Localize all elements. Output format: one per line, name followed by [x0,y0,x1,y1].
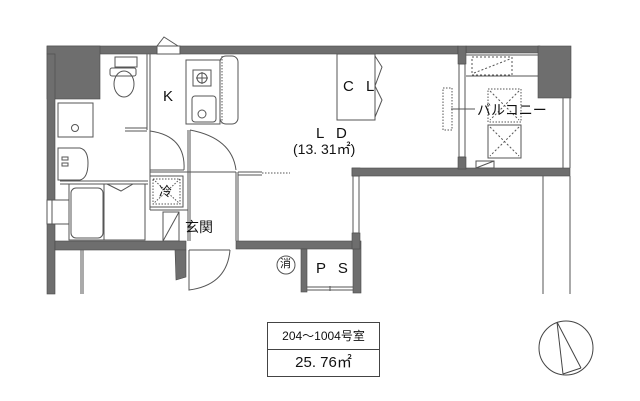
label-kitchen: K [163,88,178,105]
walls [46,45,572,295]
label-living-dining-area: (13. 31㎡) [293,141,356,157]
label-pipe-space: P S [316,260,352,277]
fire-extinguisher-icon: 消 [280,258,291,270]
total-area: 25. 76㎡ [267,349,380,377]
north-arrow-icon [538,320,594,376]
rooms-range: 204～1004号室 [267,322,380,350]
fixture-lines [46,36,571,294]
label-balcony: バルコニー [477,102,547,118]
label-closet: C L [343,78,379,95]
label-living-dining: L D [316,125,351,142]
unit-info-table: 204～1004号室 25. 76㎡ [267,322,380,377]
label-refrigerator: 冷 [159,184,173,199]
label-entrance: 玄関 [185,219,213,235]
